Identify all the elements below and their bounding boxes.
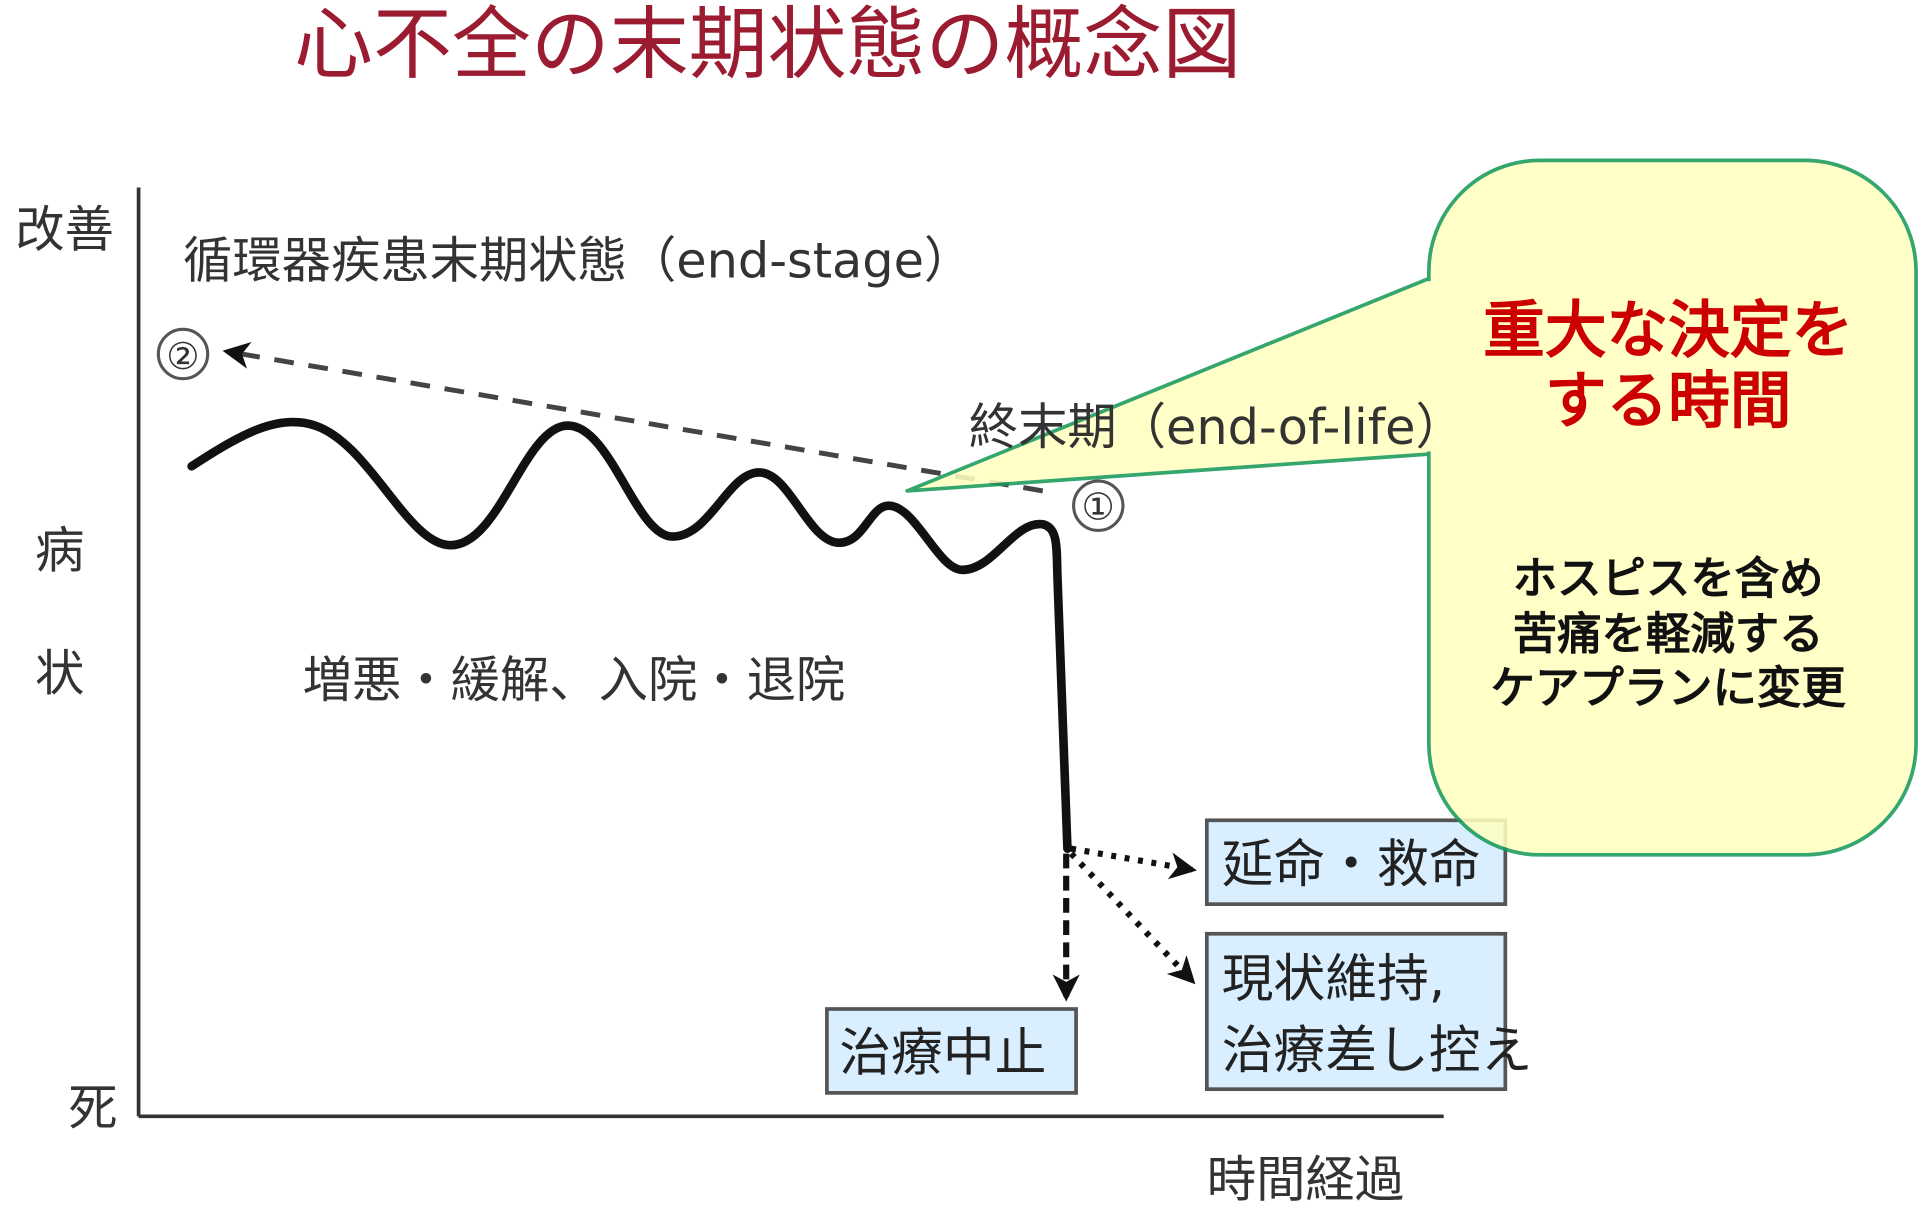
callout-headline-1: 重大な決定を bbox=[1483, 295, 1853, 367]
y-label-disease: 病 bbox=[35, 521, 84, 579]
marker-2: ② bbox=[166, 335, 199, 378]
marker-1-circle bbox=[1072, 479, 1125, 532]
callout-bubble bbox=[905, 158, 1918, 857]
callout-body-3: ケアプランに変更 bbox=[1491, 663, 1847, 714]
callout-pointer bbox=[905, 275, 1434, 493]
y-label-improve: 改善 bbox=[15, 201, 114, 259]
callout-headline-2: する時間 bbox=[1545, 365, 1792, 437]
marker-2-circle bbox=[156, 327, 210, 381]
callout-seam-cover bbox=[1426, 281, 1437, 452]
end-of-life-label: 終末期（end-of-life） bbox=[969, 398, 1465, 456]
callout-body-2: 苦痛を軽減する bbox=[1513, 609, 1824, 660]
callout-body bbox=[1426, 158, 1918, 857]
maintain-label-2: 治療差し控え bbox=[1222, 1021, 1533, 1081]
disease-course-curve bbox=[187, 417, 1072, 853]
maintain-label-1: 現状維持, bbox=[1222, 950, 1446, 1010]
x-label-time: 時間経過 bbox=[1207, 1150, 1404, 1208]
arrow-to-life-prolonging bbox=[1070, 845, 1197, 880]
stop-treatment-box bbox=[825, 1007, 1078, 1095]
life-prolonging-label: 延命・救命 bbox=[1222, 835, 1481, 895]
y-label-death: 死 bbox=[68, 1079, 117, 1137]
stop-treatment-label: 治療中止 bbox=[839, 1024, 1046, 1084]
improvement-dashed-arrow bbox=[222, 341, 1044, 494]
course-label: 増悪・緩解、入院・退院 bbox=[303, 651, 846, 709]
marker-1: ① bbox=[1082, 485, 1115, 528]
diagram-title: 心不全の末期状態の概念図 bbox=[294, 0, 1241, 91]
maintain-box bbox=[1204, 931, 1508, 1092]
end-stage-label: 循環器疾患末期状態（end-stage） bbox=[183, 232, 973, 290]
y-label-condition: 状 bbox=[35, 645, 84, 703]
life-prolonging-box bbox=[1204, 818, 1508, 907]
callout-body-1: ホスピスを含め bbox=[1513, 553, 1824, 604]
arrow-to-maintain bbox=[1068, 851, 1196, 985]
